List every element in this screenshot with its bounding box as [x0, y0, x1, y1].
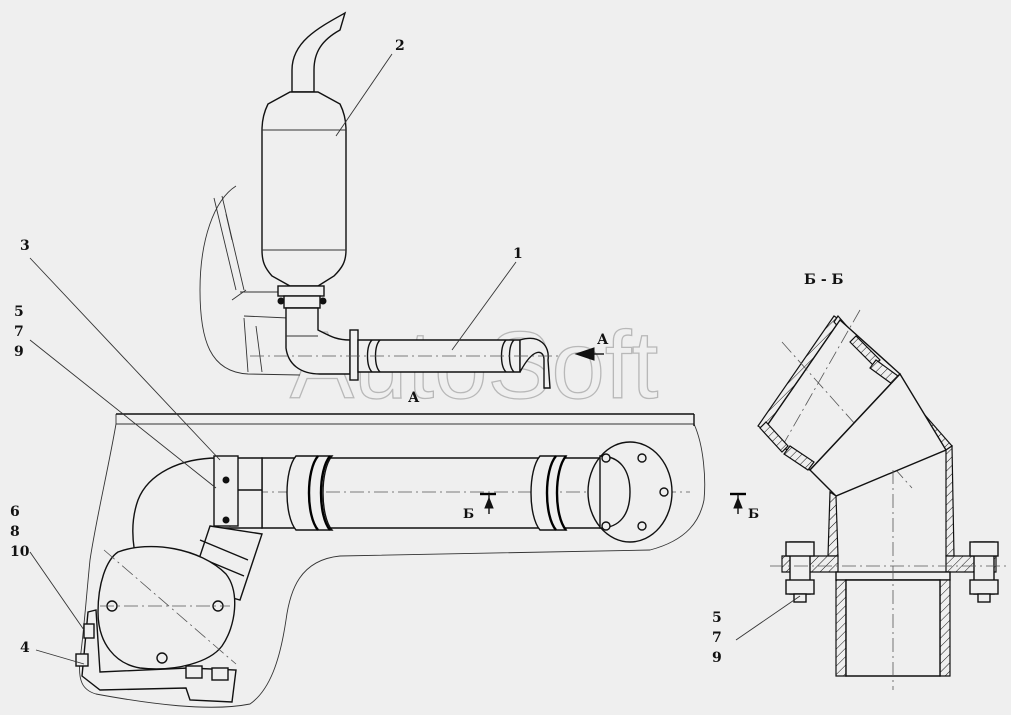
callouts: 1 2 3 4 5 7 9 6 8 10 5 7 9 [10, 38, 722, 666]
top-flange [349, 329, 359, 381]
callout-1: 1 [513, 246, 523, 262]
section-view [735, 309, 1006, 690]
cab-outline [199, 185, 301, 376]
callout-3: 3 [20, 238, 30, 254]
section-mark-left: Б [463, 507, 474, 522]
frame-outline [79, 414, 706, 708]
muffler-clamp [277, 285, 325, 297]
callout-8: 8 [10, 524, 20, 540]
callout-9-section: 9 [712, 650, 722, 666]
view-a-title: А [408, 390, 420, 406]
view-a: Б Б [29, 257, 759, 708]
top-view: А [199, 11, 609, 389]
tailpipe [291, 11, 347, 93]
section-title: Б - Б [804, 272, 844, 288]
bracket-plate [97, 545, 236, 670]
callout-2: 2 [395, 38, 405, 54]
lower-mount [81, 609, 237, 703]
view-a-arrow-label: А [597, 332, 609, 348]
callout-5-section: 5 [712, 610, 722, 626]
callout-6: 6 [10, 504, 20, 520]
callout-5-top: 5 [14, 304, 24, 320]
callout-10: 10 [10, 544, 30, 560]
callout-9-top: 9 [14, 344, 24, 360]
callout-7-section: 7 [712, 630, 722, 646]
section-mark-right: Б [748, 507, 759, 522]
callout-4: 4 [20, 640, 30, 656]
callout-7-top: 7 [14, 324, 24, 340]
muffler-body [261, 91, 347, 287]
clamp-block [213, 455, 239, 527]
